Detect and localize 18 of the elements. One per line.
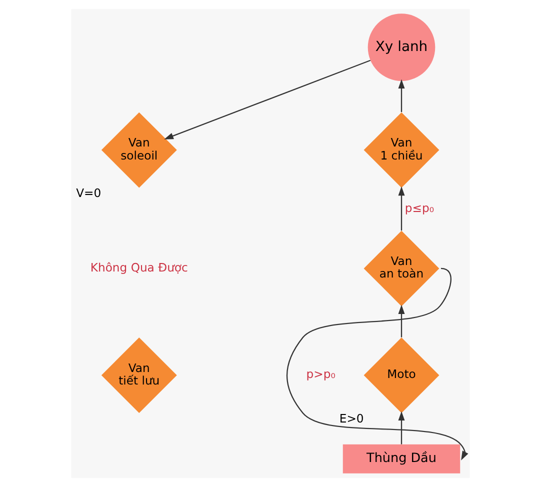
edge-label: p≤p₀	[404, 200, 434, 215]
label: Không Qua Được	[90, 260, 188, 274]
arrow	[164, 59, 370, 139]
arrow	[286, 267, 468, 460]
node-diamond: Van soleoil	[100, 112, 176, 188]
arrow	[398, 304, 404, 337]
arrow	[398, 78, 404, 112]
edge-label: p>p₀	[306, 366, 335, 381]
node-diamond: Moto	[363, 337, 439, 412]
node-label: V=0	[76, 186, 101, 200]
node-box: Thùng Dầu	[342, 444, 460, 473]
node-diamond: Van an toàn	[363, 230, 439, 306]
node-circle: Xy lanh	[367, 13, 435, 80]
arrow	[398, 186, 404, 230]
node-diamond: Van 1 chiều	[363, 112, 439, 188]
arrow	[398, 410, 404, 444]
node-diamond: Van tiết lưu	[100, 337, 176, 412]
node-label: E>0	[338, 410, 364, 425]
